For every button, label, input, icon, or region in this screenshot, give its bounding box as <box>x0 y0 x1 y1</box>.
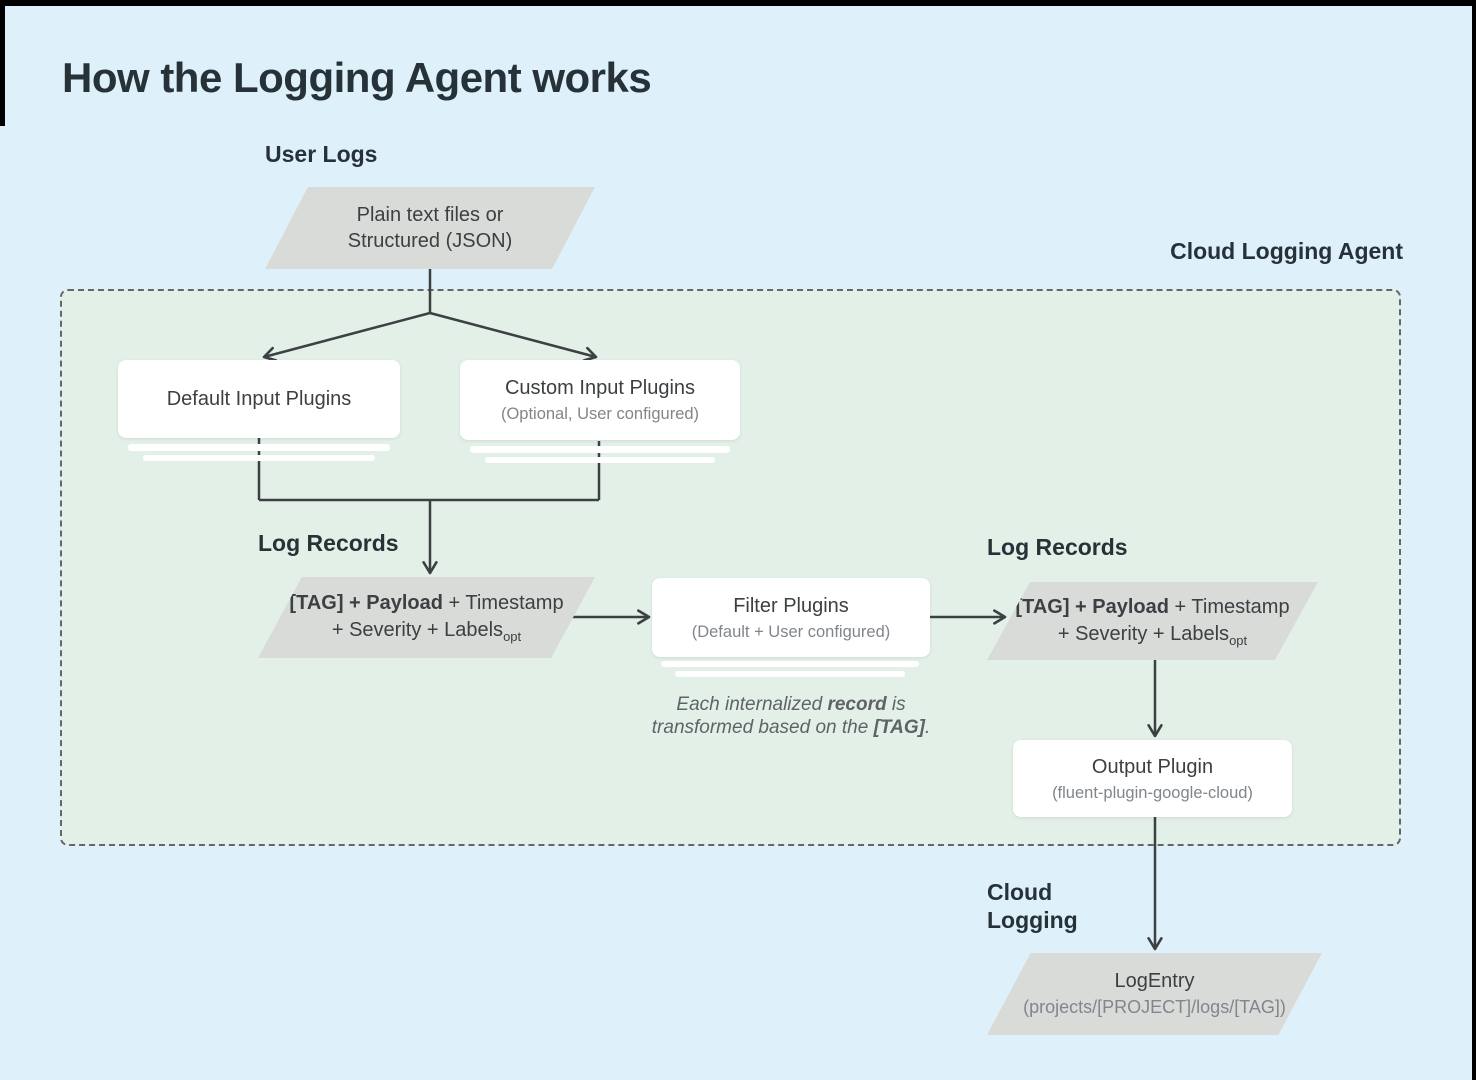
label-cloud-logging-agent: Cloud Logging Agent <box>1170 238 1403 264</box>
node-user-log-files-line1: Plain text files or <box>356 204 504 226</box>
stack-bar <box>675 671 905 677</box>
node-log-record-left: [TAG] + Payload + Timestamp + Severity +… <box>258 577 595 658</box>
node-log-record-left-line1: [TAG] + Payload + Timestamp <box>289 590 563 617</box>
node-filter-plugins: Filter Plugins (Default + User configure… <box>652 578 930 657</box>
node-log-entry-subtitle: (projects/[PROJECT]/logs/[TAG]) <box>1023 997 1286 1017</box>
node-filter-plugins-subtitle: (Default + User configured) <box>691 622 891 641</box>
log-record-left-line2: + Severity + Labels <box>331 619 504 641</box>
log-record-left-tail: + Timestamp <box>442 592 564 614</box>
log-record-right-bold: [TAG] + Payload <box>1015 595 1169 618</box>
filter-note-bold2: [TAG] <box>873 717 925 738</box>
arrow-to-custom-input <box>429 311 598 362</box>
node-filter-plugins-title: Filter Plugins <box>733 594 849 617</box>
stack-bar <box>143 455 375 461</box>
stack-bar <box>470 446 730 453</box>
node-output-plugin: Output Plugin (fluent-plugin-google-clou… <box>1013 740 1292 817</box>
filter-note-seg1: Each internalized <box>676 694 828 715</box>
arrow-to-default-input <box>262 311 431 362</box>
node-output-plugin-subtitle: (fluent-plugin-google-cloud) <box>1052 783 1253 802</box>
label-cloud-logging: Cloud Logging <box>987 879 1078 933</box>
window-frame-left <box>0 0 5 126</box>
node-user-log-files: Plain text files or Structured (JSON) <box>265 187 595 269</box>
stack-bar <box>661 661 919 667</box>
node-default-input-plugins-title: Default Input Plugins <box>166 388 352 410</box>
log-record-right-tail: + Timestamp <box>1168 595 1290 618</box>
filter-note-bold1: record <box>827 694 887 715</box>
log-record-left-bold: [TAG] + Payload <box>289 592 443 614</box>
stack-bar <box>485 457 715 463</box>
node-custom-input-plugins-title: Custom Input Plugins <box>504 377 696 399</box>
filter-note: Each internalized record is transformed … <box>645 693 937 739</box>
window-frame-right <box>1472 0 1476 1080</box>
node-log-entry-title: LogEntry <box>1114 970 1195 992</box>
node-log-record-left-line2: + Severity + Labelsopt <box>332 617 521 645</box>
node-custom-input-plugins-subtitle: (Optional, User configured) <box>500 405 700 423</box>
label-user-logs: User Logs <box>265 141 378 167</box>
label-log-records-right: Log Records <box>987 534 1128 560</box>
node-log-entry: LogEntry (projects/[PROJECT]/logs/[TAG]) <box>987 953 1322 1035</box>
log-record-left-subscript: opt <box>503 629 522 644</box>
node-log-record-right-line2: + Severity + Labelsopt <box>1058 621 1247 649</box>
filter-note-seg3: . <box>924 717 931 738</box>
node-default-input-plugins: Default Input Plugins <box>118 360 400 438</box>
log-record-right-line2: + Severity + Labels <box>1057 622 1230 645</box>
page-title: How the Logging Agent works <box>62 54 652 101</box>
node-log-record-right-line1: [TAG] + Payload + Timestamp <box>1015 594 1289 621</box>
label-log-records-left: Log Records <box>258 530 399 556</box>
node-custom-input-plugins: Custom Input Plugins (Optional, User con… <box>460 360 740 440</box>
node-user-log-files-line2: Structured (JSON) <box>347 230 513 252</box>
node-output-plugin-title: Output Plugin <box>1091 755 1214 778</box>
node-log-record-right: [TAG] + Payload + Timestamp + Severity +… <box>987 582 1318 660</box>
log-record-right-subscript: opt <box>1229 632 1248 648</box>
filter-note-seg2: is transformed based on the <box>651 694 906 738</box>
stack-bar <box>128 444 390 451</box>
window-frame-top <box>0 0 1476 6</box>
